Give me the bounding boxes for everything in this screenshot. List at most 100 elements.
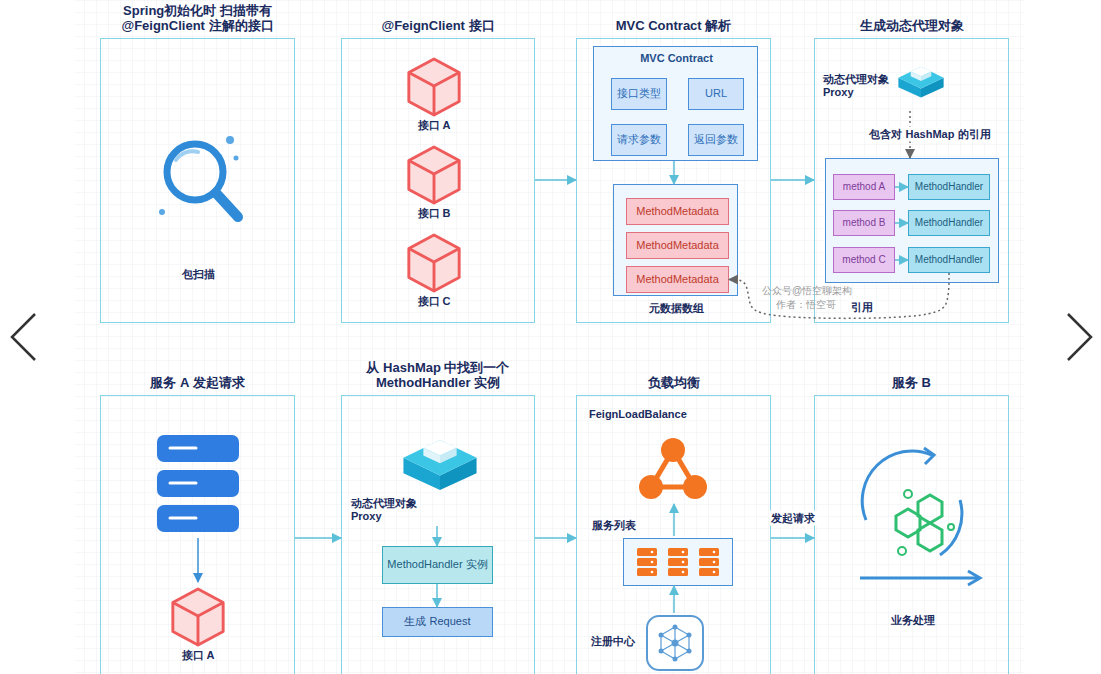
panel-heading: 服务 B — [814, 376, 1009, 391]
node-label: MVC Contract — [594, 52, 759, 65]
panel-heading: MVC Contract 解析 — [576, 19, 771, 34]
registry-icon — [647, 616, 703, 670]
business-icon — [918, 523, 942, 551]
cube-icon — [404, 145, 464, 205]
handler-box: MethodHandler — [908, 210, 990, 236]
field-box: 返回参数 — [688, 124, 744, 156]
node-label: 接口 A — [163, 649, 233, 662]
stage-panel: @FeignClient 接口接口 A接口 B接口 C — [341, 38, 535, 323]
business-icon — [860, 577, 978, 580]
registry-icon — [672, 640, 679, 647]
box-label: MethodHandler 实例 — [387, 558, 487, 571]
business-icon — [898, 547, 906, 555]
handler-box: MethodHandler — [908, 174, 990, 200]
flow-arrow — [535, 179, 576, 181]
registry-icon — [661, 627, 689, 659]
server-list-icon — [623, 538, 733, 586]
flow-arrow — [436, 526, 438, 546]
proxy-object: 动态代理对象 Proxy — [351, 429, 481, 526]
flow-arrow — [535, 537, 576, 539]
business-icon — [862, 451, 932, 520]
interface-cube: 接口 B — [399, 145, 469, 225]
panel-heading: 从 HashMap 中找到一个 MethodHandler 实例 — [341, 361, 535, 391]
magnifier-icon — [176, 151, 198, 160]
node-label: FeignLoadBalance — [589, 408, 739, 421]
edge-label: 引用 — [849, 300, 875, 315]
server-stack-icon — [170, 447, 196, 450]
box-label: MethodMetadata — [636, 239, 719, 252]
business-icon — [924, 448, 934, 464]
interface-cube: 接口 C — [399, 233, 469, 313]
cube-icon — [404, 57, 464, 117]
watermark: 作者：悟空哥 — [776, 298, 836, 312]
reference-arrow — [729, 273, 949, 318]
load-balancer-icon — [639, 438, 707, 536]
registry-icon — [659, 625, 692, 662]
node-label: 动态代理对象 Proxy — [351, 497, 423, 523]
proxy-icon — [897, 59, 945, 99]
flow-arrow — [673, 161, 675, 184]
magnifier-icon — [216, 193, 238, 217]
business-icon — [896, 509, 920, 537]
load-balancer-icon — [683, 475, 707, 499]
node-label: 接口 B — [399, 207, 469, 220]
node-label: 注册中心 — [591, 635, 641, 648]
registry-icon — [661, 627, 689, 659]
service-list: 服务列表 — [623, 538, 733, 586]
stage-panel: Spring初始化时 扫描带有 @FeignClient 注解的接口包扫描 — [100, 38, 295, 323]
panel-heading: Spring初始化时 扫描带有 @FeignClient 注解的接口 — [100, 4, 295, 34]
metadata-box: MethodMetadata — [626, 232, 729, 259]
load-balancer-icon — [639, 475, 663, 499]
panel-heading: 生成动态代理对象 — [814, 19, 1009, 34]
flow-arrow — [895, 222, 908, 224]
flow-arrow — [771, 537, 814, 539]
box-label: MethodMetadata — [636, 205, 719, 218]
panel-heading: @FeignClient 接口 — [341, 19, 535, 34]
server-stack-icon — [197, 538, 199, 582]
registry-icon — [673, 657, 678, 662]
load-balancer-icon — [661, 438, 685, 462]
method-box: method B — [833, 210, 895, 236]
grid-ground — [75, 0, 1025, 674]
flow-arrow — [295, 537, 341, 539]
registry-icon — [687, 649, 692, 654]
load-balancer-icon — [673, 504, 675, 536]
registry-icon — [659, 633, 664, 638]
stage-panel: 负载均衡FeignLoadBalance服务列表注册中心 — [576, 395, 771, 674]
server-stack-icon — [157, 505, 239, 532]
business-icon — [860, 448, 980, 585]
contract-box: MVC Contract接口类型URL请求参数返回参数 — [593, 46, 758, 161]
hashmap-box: method AMethodHandlermethod BMethodHandl… — [825, 158, 999, 283]
panel-heading: 负载均衡 — [576, 376, 771, 391]
magnifier-icon — [159, 209, 165, 215]
edge-label: 包含对 HashMap 的引用 — [867, 127, 992, 142]
registry-icon — [687, 633, 692, 638]
registry-icon — [659, 649, 664, 654]
cube-icon — [168, 587, 228, 647]
registry-icon — [647, 616, 703, 670]
magnifier-icon — [159, 136, 239, 217]
business-icon — [896, 495, 942, 551]
node-label: 服务列表 — [592, 519, 652, 532]
server-stack-icon — [157, 470, 239, 497]
panel-heading: 服务 A 发起请求 — [100, 376, 295, 391]
box-label: 生成 Request — [404, 615, 470, 628]
box-label: URL — [705, 87, 727, 100]
server-stack-icon — [157, 435, 239, 462]
node-label: 包扫描 — [101, 268, 296, 281]
box-label: MethodMetadata — [636, 273, 719, 286]
box-label: MethodHandler — [915, 217, 983, 229]
proxy-object: 动态代理对象 Proxy — [823, 57, 949, 111]
node-label: 动态代理对象 Proxy — [823, 73, 895, 99]
handler-instance-box: MethodHandler 实例 — [382, 546, 493, 584]
field-box: 请求参数 — [611, 124, 667, 156]
server-stack-icon — [170, 517, 196, 520]
interface-cube: 接口 A — [399, 57, 469, 137]
flow-arrow — [673, 586, 675, 613]
business-icon — [948, 524, 954, 530]
carousel-chevron — [12, 314, 1091, 360]
registry-icon — [673, 625, 678, 630]
business-icon — [904, 490, 912, 498]
